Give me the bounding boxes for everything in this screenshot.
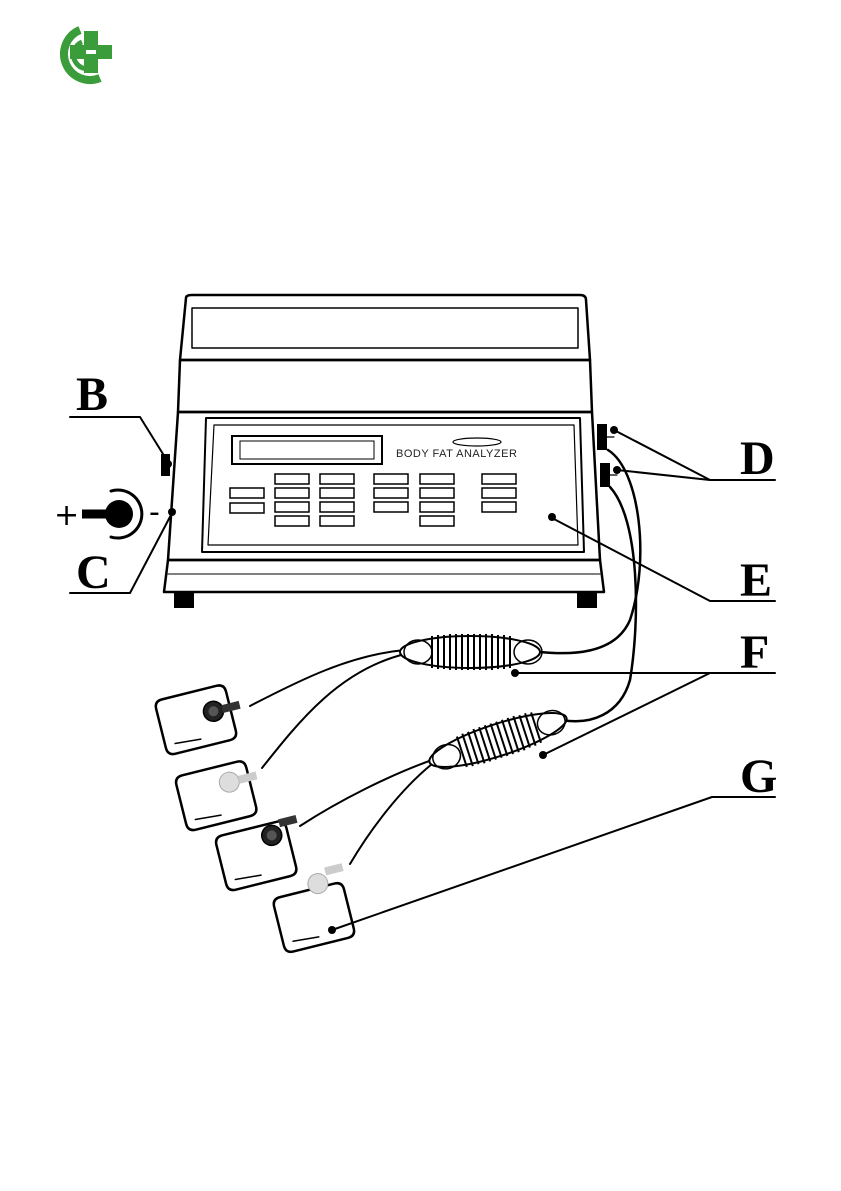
keypad-button[interactable] [320,516,354,526]
keypad-button[interactable] [275,488,309,498]
callout-b: B [76,368,108,421]
polarity-plus: + [54,498,79,533]
analyzer-device [161,295,617,608]
keypad-button[interactable] [482,488,516,498]
keypad [230,474,516,526]
callout-d: D [740,432,775,485]
cable-coil-bottom [424,701,572,780]
electrode-pad-2 [175,758,266,832]
keypad-button[interactable] [374,474,408,484]
panel-label: BODY FAT ANALYZER [396,448,517,460]
keypad-button[interactable] [420,516,454,526]
keypad-button[interactable] [320,488,354,498]
electrode-pad-4 [268,863,360,953]
keypad-button[interactable] [482,502,516,512]
callout-c: C [76,546,111,599]
lcd-display [232,436,382,464]
keypad-button[interactable] [374,488,408,498]
keypad-button[interactable] [320,502,354,512]
power-jack-polarity-icon: + - [54,490,160,538]
cable-coil-top [400,634,542,670]
keypad-button[interactable] [420,474,454,484]
keypad-button[interactable] [420,502,454,512]
callout-g: G [740,750,777,803]
keypad-button[interactable] [275,502,309,512]
keypad-button[interactable] [320,474,354,484]
callout-f: F [740,626,769,679]
front-panel: BODY FAT ANALYZER [202,418,584,552]
electrode-pad-1 [154,681,247,755]
keypad-button[interactable] [230,488,264,498]
keypad-button[interactable] [275,516,309,526]
keypad-button[interactable] [275,474,309,484]
polarity-minus: - [149,495,160,530]
keypad-button[interactable] [420,488,454,498]
green-cross-logo-icon [64,30,112,80]
keypad-button[interactable] [230,503,264,513]
panel-emblem [453,438,501,446]
keypad-button[interactable] [374,502,408,512]
keypad-button[interactable] [482,474,516,484]
callout-e: E [740,554,772,607]
electrode-pad-3 [214,815,310,892]
